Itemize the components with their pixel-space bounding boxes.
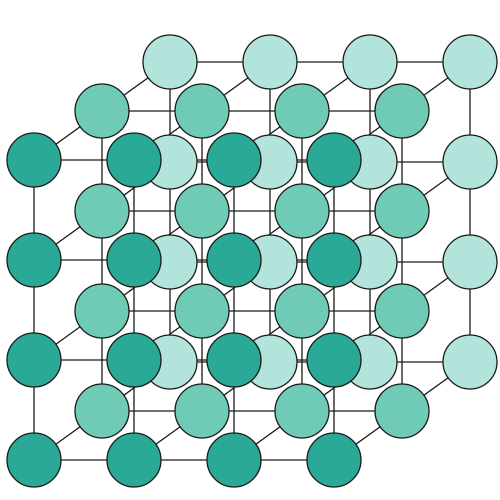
atom-middle <box>74 183 130 239</box>
atom-front <box>306 232 362 288</box>
atom-front <box>6 132 62 188</box>
atom-middle <box>74 83 130 139</box>
atom-front <box>306 432 362 488</box>
atom-middle <box>274 283 330 339</box>
atom-front <box>106 232 162 288</box>
atom-back <box>242 34 298 90</box>
atom-middle <box>174 83 230 139</box>
atom-front <box>306 332 362 388</box>
atom-back <box>442 34 498 90</box>
atom-front <box>306 132 362 188</box>
atom-front <box>6 432 62 488</box>
atom-back <box>442 134 498 190</box>
atom-middle <box>174 183 230 239</box>
atom-front <box>106 432 162 488</box>
atom-middle <box>374 183 430 239</box>
atom-middle <box>274 83 330 139</box>
atom-back <box>442 334 498 390</box>
atom-front <box>206 232 262 288</box>
atom-front <box>6 232 62 288</box>
lattice-atoms <box>6 34 498 488</box>
atom-back <box>342 34 398 90</box>
atom-front <box>206 432 262 488</box>
atom-middle <box>374 83 430 139</box>
atom-front <box>106 332 162 388</box>
atom-front <box>206 332 262 388</box>
atom-middle <box>374 383 430 439</box>
atom-middle <box>274 183 330 239</box>
atom-middle <box>274 383 330 439</box>
atom-middle <box>174 283 230 339</box>
atom-front <box>106 132 162 188</box>
atom-middle <box>174 383 230 439</box>
atom-back <box>142 34 198 90</box>
atom-middle <box>374 283 430 339</box>
atom-middle <box>74 283 130 339</box>
atom-back <box>442 234 498 290</box>
atom-front <box>6 332 62 388</box>
atom-front <box>206 132 262 188</box>
atom-middle <box>74 383 130 439</box>
